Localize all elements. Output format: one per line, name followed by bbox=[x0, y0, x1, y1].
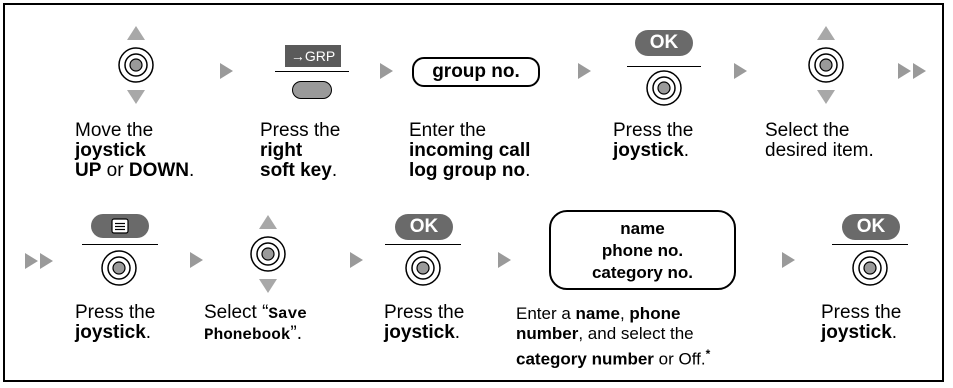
next-arrow-icon bbox=[734, 63, 747, 79]
next-arrow-icon bbox=[350, 252, 363, 268]
step1-description: Move the joystick UP or DOWN. bbox=[75, 120, 195, 181]
divider-line bbox=[275, 71, 349, 72]
menu-button-icon bbox=[91, 214, 149, 238]
instruction-frame bbox=[3, 3, 944, 382]
joystick-press-icon bbox=[101, 250, 137, 286]
next-arrow-icon bbox=[220, 63, 233, 79]
divider-line bbox=[832, 244, 908, 245]
next-arrow-icon bbox=[498, 252, 511, 268]
joystick-press-icon bbox=[405, 250, 441, 286]
next-arrow-icon bbox=[380, 63, 393, 79]
step2-description: Press the right soft key. bbox=[260, 120, 341, 181]
step3-description: Enter the incoming call log group no. bbox=[409, 120, 531, 181]
ok-button-icon: OK bbox=[635, 30, 693, 56]
divider-line bbox=[82, 244, 158, 245]
joystick-press-icon bbox=[852, 250, 888, 286]
step5-description: Select the desired item. bbox=[765, 120, 874, 161]
step4-description: Press the joystick. bbox=[613, 120, 694, 161]
phonebook-entry-field: name phone no. category no. bbox=[549, 210, 736, 290]
step8-description: Press the joystick. bbox=[384, 302, 465, 343]
ok-button-icon: OK bbox=[395, 214, 453, 240]
next-arrow-icon bbox=[190, 252, 203, 268]
footnote-marker: * bbox=[705, 347, 711, 361]
continue-arrow-icon bbox=[25, 253, 55, 269]
divider-line bbox=[627, 66, 701, 67]
step6-description: Press the joystick. bbox=[75, 302, 156, 343]
joystick-up-down-icon bbox=[808, 26, 844, 104]
right-soft-key-icon bbox=[292, 81, 332, 99]
step9-description: Enter a name, phone number, and select t… bbox=[516, 304, 711, 369]
ok-button-icon: OK bbox=[842, 214, 900, 240]
joystick-up-down-icon bbox=[118, 26, 154, 104]
grp-soft-key-label: →GRP bbox=[285, 45, 341, 67]
joystick-up-down-icon bbox=[250, 215, 286, 293]
step10-description: Press the joystick. bbox=[821, 302, 902, 343]
joystick-press-icon bbox=[646, 70, 682, 106]
next-arrow-icon bbox=[578, 63, 591, 79]
divider-line bbox=[385, 244, 461, 245]
next-arrow-icon bbox=[782, 252, 795, 268]
group-number-field: group no. bbox=[412, 57, 540, 87]
continue-arrow-icon bbox=[898, 63, 928, 79]
step7-description: Select “Save Phonebook”. bbox=[204, 302, 307, 345]
